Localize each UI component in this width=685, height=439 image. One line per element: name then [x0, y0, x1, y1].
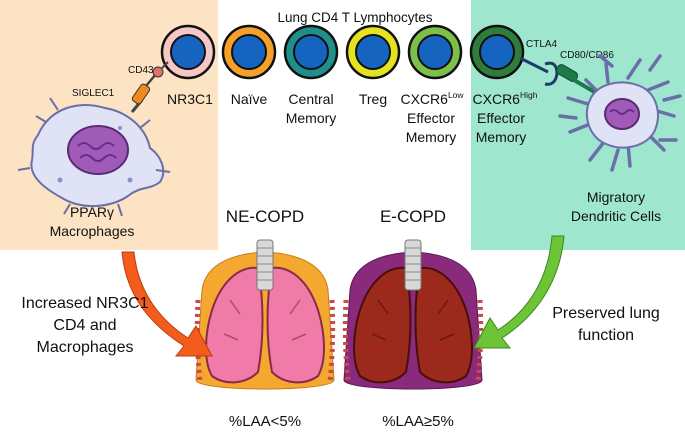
label-central-line2: Memory — [286, 110, 337, 126]
label-ctla4: CTLA4 — [526, 39, 558, 50]
label-cxcr6-low-base: CXCR6 — [400, 91, 448, 107]
label-cxcr6-low: CXCR6Low — [400, 90, 464, 107]
t-cell-central-memory — [283, 24, 339, 80]
label-treg: Treg — [359, 91, 387, 107]
ecopd-laa: %LAA≥5% — [382, 413, 454, 430]
label-cd80-cd86: CD80/CD86 — [560, 50, 614, 61]
label-cxcr6-high-line2: Effector — [477, 110, 525, 126]
label-cxcr6-high-line3: Memory — [476, 129, 527, 145]
left-text-line1: Increased NR3C1 — [21, 295, 148, 312]
label-macrophage-line1: PPARγ — [70, 204, 114, 220]
t-cell-cxcr6-high — [469, 24, 525, 80]
left-text-line2: CD4 and — [53, 317, 116, 334]
left-arrow — [121, 251, 213, 357]
t-cell-cxcr6-low — [407, 24, 463, 80]
label-cxcr6-low-sup: Low — [448, 90, 464, 100]
label-cxcr6-low-line3: Memory — [406, 129, 457, 145]
t-cell-naive — [221, 24, 277, 80]
label-cxcr6-high-base: CXCR6 — [473, 91, 521, 107]
ecopd-title: E-COPD — [380, 207, 446, 226]
t-cell-nr3c1 — [160, 24, 216, 80]
label-macrophage-line2: Macrophages — [50, 223, 135, 239]
label-nr3c1: NR3C1 — [167, 91, 213, 107]
label-cxcr6-high: CXCR6High — [473, 90, 538, 107]
t-cell-treg — [345, 24, 401, 80]
label-cxcr6-high-sup: High — [520, 90, 538, 100]
siglec1-cd43-receptor — [130, 61, 169, 113]
right-text-line1: Preserved lung — [552, 305, 660, 322]
label-cd43: CD43 — [128, 65, 154, 76]
right-text-line2: function — [578, 327, 634, 344]
necopd-title: NE-COPD — [226, 207, 304, 226]
label-siglec1: SIGLEC1 — [72, 88, 115, 99]
label-central-line1: Central — [288, 91, 333, 107]
label-cxcr6-low-line2: Effector — [407, 110, 455, 126]
label-dendritic-line2: Dendritic Cells — [571, 208, 661, 224]
label-dendritic-line1: Migratory — [587, 189, 645, 205]
right-arrow — [473, 235, 565, 349]
diagram-title: Lung CD4 T Lymphocytes — [277, 10, 432, 25]
necopd-laa: %LAA<5% — [229, 413, 301, 430]
left-text-line3: Macrophages — [37, 339, 134, 356]
dendritic-cell — [558, 54, 682, 172]
label-naive: Naïve — [231, 91, 268, 107]
ecopd-lungs — [342, 239, 484, 390]
macrophage-cell — [17, 97, 171, 217]
necopd-lungs — [194, 239, 336, 390]
